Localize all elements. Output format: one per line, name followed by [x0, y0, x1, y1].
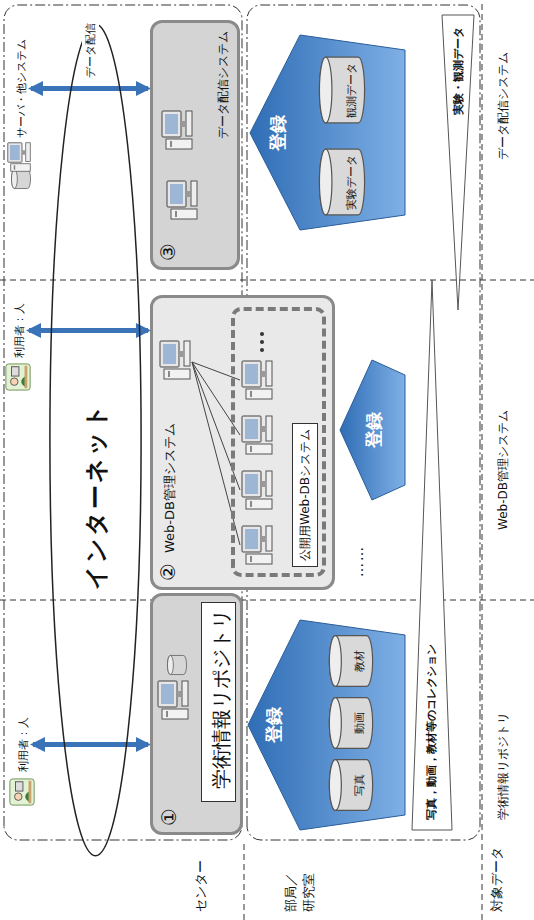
user-label: 利用者：人: [12, 303, 27, 358]
arrow-label: 登録: [262, 707, 286, 743]
collection-label: 実験・観測データ: [451, 27, 466, 115]
user-label: 利用者：人: [16, 717, 31, 772]
column-label-holder: データ配信システム: [495, 52, 512, 160]
edge-label-holder: データ配信: [82, 20, 99, 81]
cylinder-outline: [328, 634, 374, 688]
database-cylinder: 動画: [328, 696, 374, 750]
collection-wedges: [412, 15, 474, 830]
disk-icon: [11, 169, 30, 188]
callout-number: ③: [157, 243, 179, 261]
computer-icon: [162, 111, 192, 149]
disk-icon: [167, 655, 186, 674]
server-label: サーバ・他システム: [14, 39, 29, 138]
collection-label-holder: 写真，動画，教材等のコレクション: [424, 644, 439, 820]
collection-label: 写真，動画，教材等のコレクション: [424, 644, 439, 820]
column-label: Web-DB管理システム: [495, 410, 512, 530]
cylinder-outline: [328, 696, 374, 750]
system-box: ③ データ配信システム: [150, 20, 240, 270]
edge-label: データ配信: [82, 20, 99, 81]
dashed-group-box: 公開用Web-DBシステム: [231, 307, 326, 577]
arrow-label-holder: 登録: [362, 412, 386, 448]
ellipsis-mark: ……: [350, 545, 366, 577]
cylinder-outline: [318, 147, 366, 217]
section-label: 部局／研究室: [282, 862, 318, 912]
box-fill: [151, 21, 239, 269]
arrow-label-holder: 登録: [266, 115, 290, 151]
computer-icon: [242, 471, 272, 509]
system-label: 学術情報リポジトリ: [210, 609, 232, 789]
column-label-holder: Web-DB管理システム: [495, 410, 512, 530]
group-label: 公開用Web-DBシステム: [292, 423, 318, 567]
system-box: ② Web-DB管理システム 公開用Web-DBシステム: [150, 295, 335, 590]
box-fill: [151, 296, 334, 589]
system-box: ① 学術情報リポジトリ: [150, 593, 243, 835]
data-label: 動画: [352, 712, 367, 734]
data-label: 観測データ: [344, 63, 359, 118]
user-icon: [6, 364, 30, 390]
box-fill: [151, 594, 242, 834]
arrow-label-holder: 登録: [262, 707, 286, 743]
system-label: Web-DB管理システム: [161, 423, 179, 553]
server-node: サーバ・他システム: [14, 39, 29, 138]
section-label-holder: 対象データ: [488, 842, 506, 912]
column-label: データ配信システム: [495, 52, 512, 160]
callout-number: ②: [157, 563, 179, 581]
column-label-holder: 学術情報リポジトリ: [495, 712, 512, 820]
collection-label-holder: 実験・観測データ: [451, 27, 466, 115]
database-cylinder: 実験データ: [318, 147, 366, 217]
ellipsis-mark-holder: ……: [350, 545, 366, 577]
label-box: 学術情報リポジトリ: [201, 602, 236, 802]
user-node: 利用者：人: [16, 717, 31, 772]
server-icon: [8, 143, 31, 172]
computer-icon: [242, 526, 272, 564]
internet-ellipse: インターネット: [48, 20, 143, 860]
computer-icon: [242, 416, 272, 454]
arrow-label: 登録: [362, 412, 386, 448]
database-cylinder: 観測データ: [318, 55, 366, 125]
user-icon: [10, 779, 34, 805]
double-arrow: [31, 86, 148, 91]
double-arrow: [33, 742, 148, 747]
data-label: 写真: [352, 774, 367, 796]
computer-icon: [160, 341, 190, 379]
cylinder-outline: [328, 758, 374, 812]
database-cylinder: 教材: [328, 634, 374, 688]
callout-number: ①: [158, 808, 180, 826]
arrow-label: 登録: [266, 115, 290, 151]
user-node: 利用者：人: [12, 303, 27, 358]
double-arrow: [29, 328, 148, 333]
data-label: 実験データ: [344, 155, 359, 210]
column-label: 学術情報リポジトリ: [495, 712, 512, 820]
section-label: センター: [192, 850, 210, 912]
section-label-holder: センター: [192, 850, 210, 912]
more-dots: [260, 332, 264, 352]
section-label: 対象データ: [488, 842, 506, 912]
data-label: 教材: [352, 650, 367, 672]
cylinder-outline: [318, 55, 366, 125]
computer-icon: [167, 181, 197, 219]
network-label: インターネット: [80, 402, 112, 590]
system-label: データ配信システム: [215, 31, 232, 139]
computer-icon: [242, 361, 272, 399]
computer-icon: [158, 681, 188, 719]
section-label-holder: 部局／研究室: [282, 862, 318, 912]
database-cylinder: 写真: [328, 758, 374, 812]
